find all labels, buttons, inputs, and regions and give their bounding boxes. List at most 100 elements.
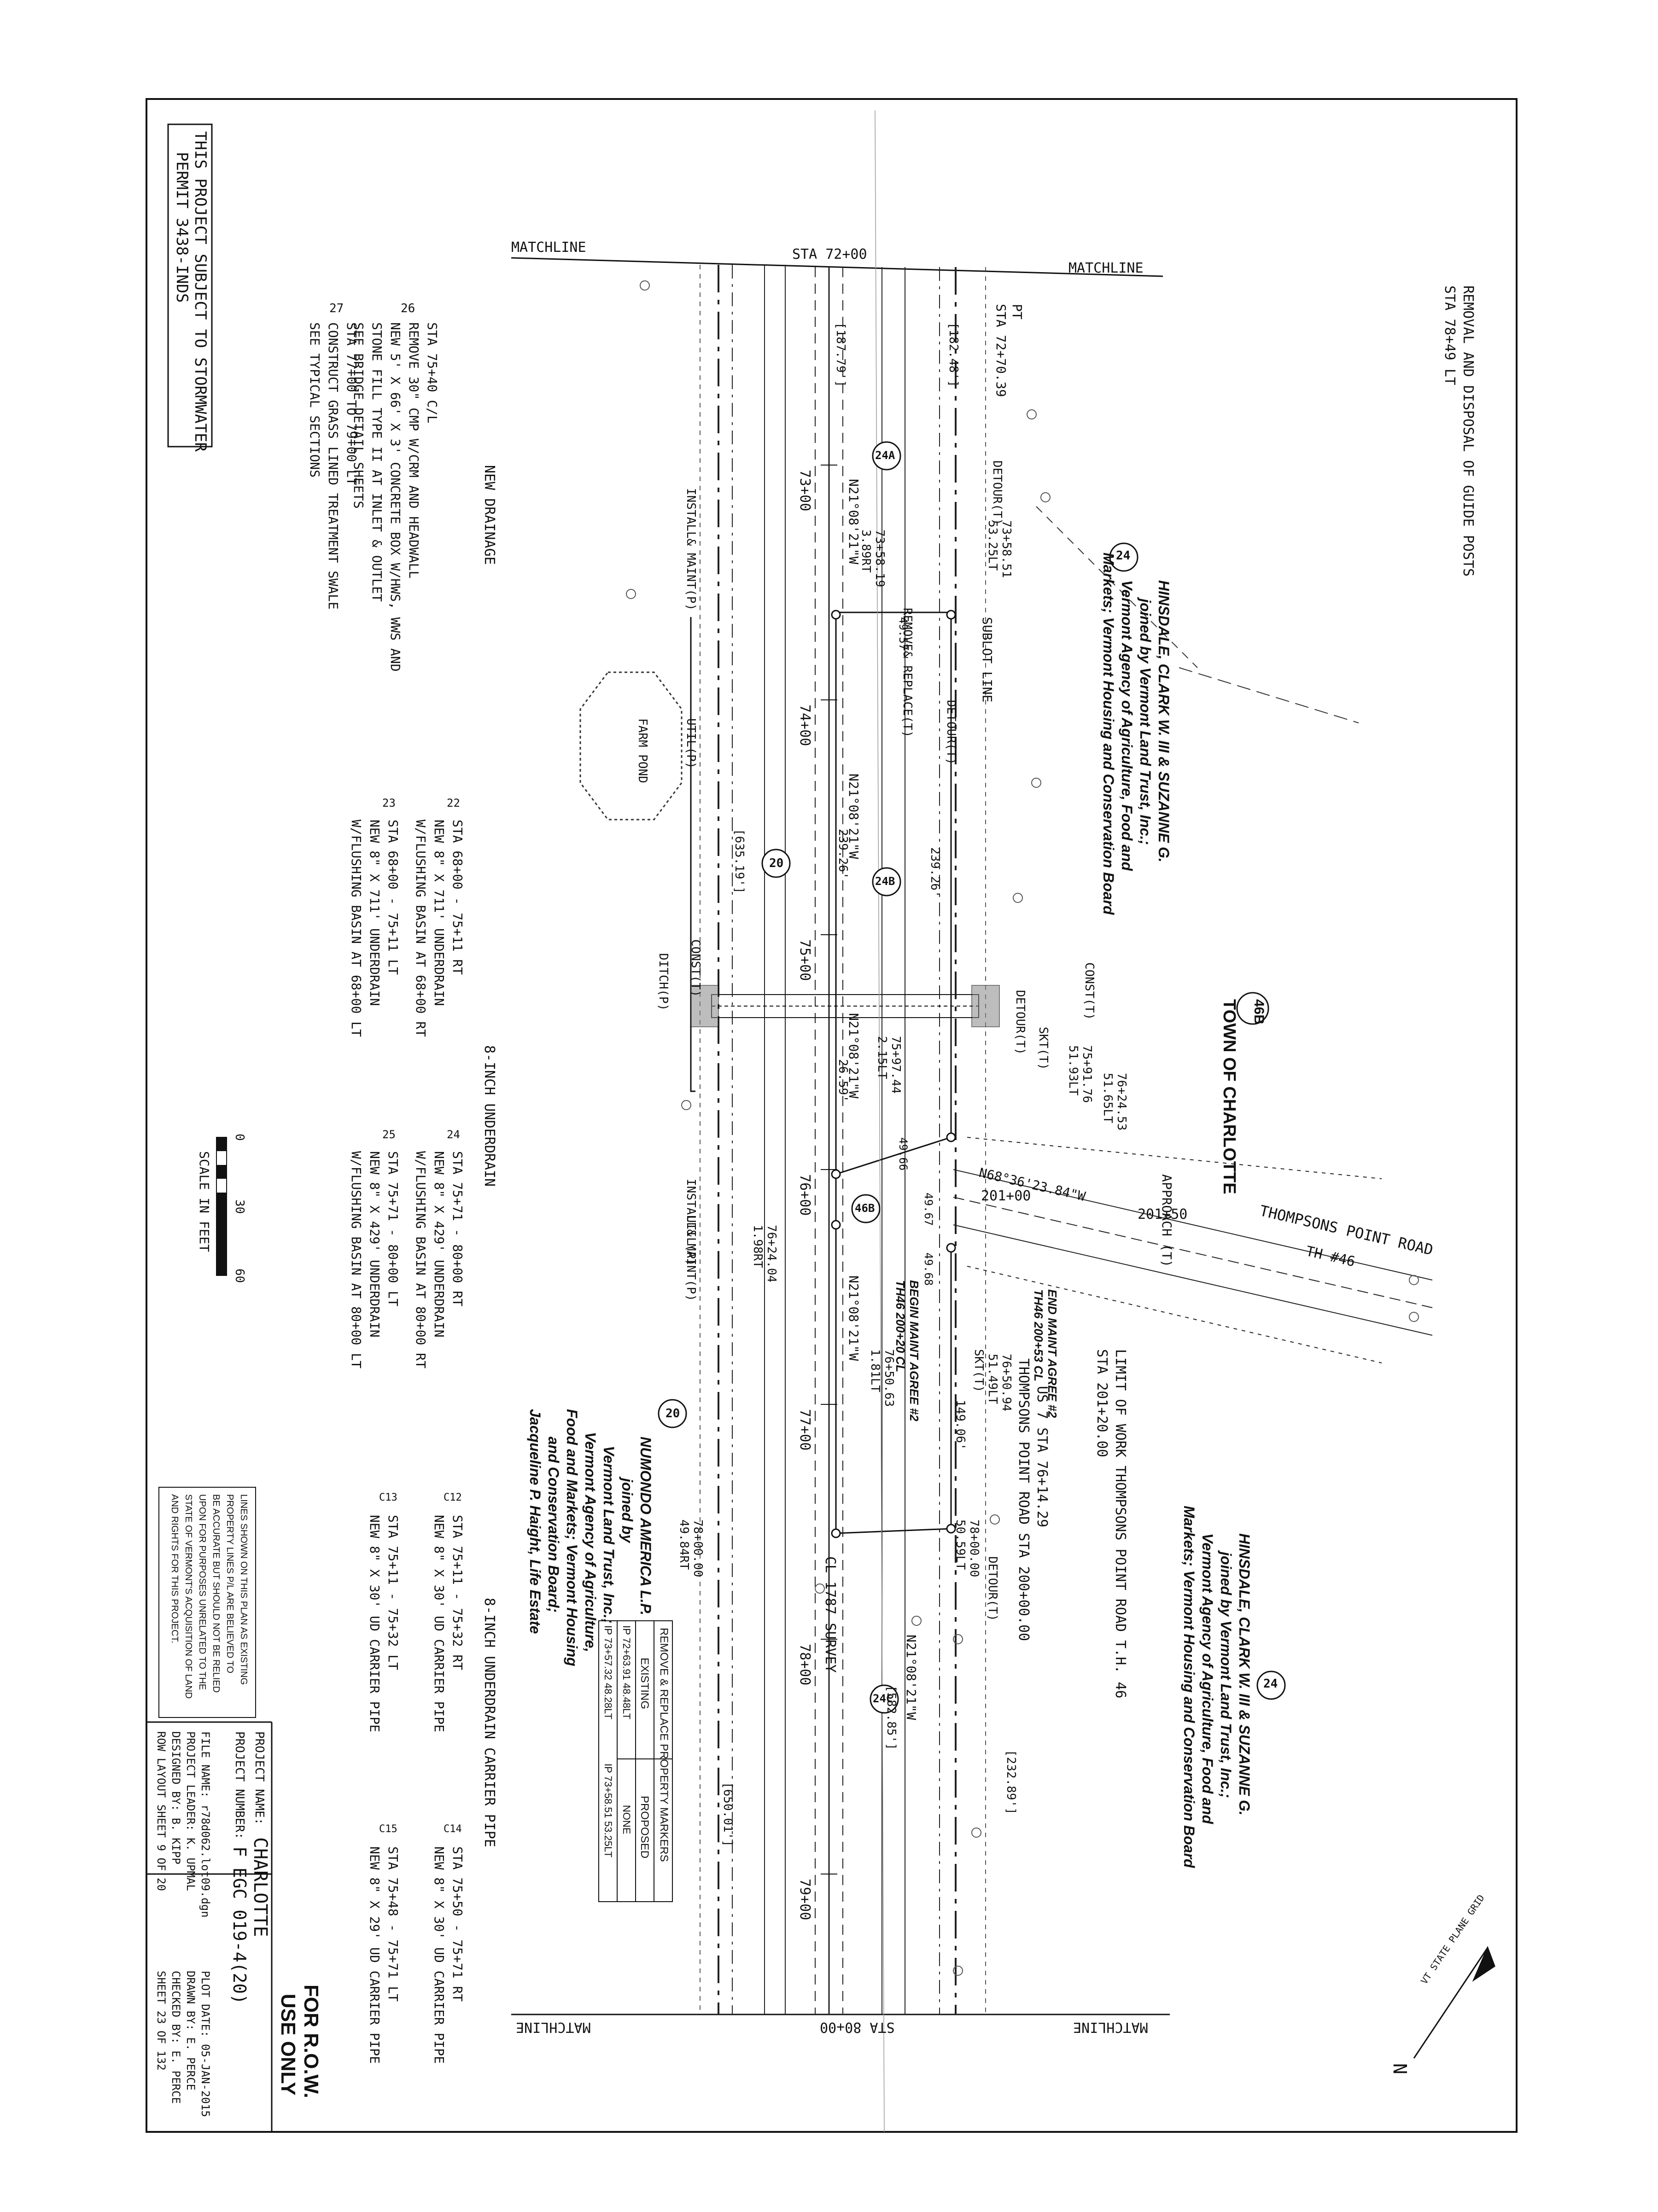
offset-4b: 51.65LT	[1101, 1073, 1115, 1123]
matchline-bottom-right: MATCHLINE	[1073, 2019, 1148, 2035]
north-arrow	[1413, 1945, 1495, 2059]
station-78: 78+00	[797, 1644, 813, 1686]
offset-9: 78+00.00	[691, 1519, 705, 1578]
thompsons-point-road	[953, 1137, 1433, 1363]
offset-1: 73+58.51	[999, 520, 1013, 578]
markers-table-title: REMOVE & REPLACE PROPERTY MARKERS	[658, 1628, 670, 1862]
cl-survey: CL 1787 SURVEY	[822, 1556, 838, 1673]
drainage-26-num: 26	[401, 302, 415, 315]
offset-8: 78+00.00	[967, 1519, 981, 1578]
pt-sta: STA 72+70.39	[993, 304, 1009, 397]
carrier-c12-line2: NEW 8" X 30' UD CARRIER PIPE	[432, 1515, 447, 1733]
offset-10b: 1.81LT	[868, 1349, 882, 1392]
town-charlotte-num: 46B	[1251, 999, 1267, 1025]
detour-label-1: DETOUR(T)	[944, 700, 958, 765]
parcel-24-right: 24	[1263, 1677, 1278, 1691]
top-matchline	[511, 257, 1163, 277]
offset-4: 76+24.53	[1115, 1073, 1128, 1131]
owner-20-line5: Food and Markets; Vermont Housing	[564, 1409, 580, 1666]
matchline-top-sta: STA 72+00	[792, 246, 867, 262]
ud-23-num: 23	[382, 797, 396, 809]
carrier-c15-line1: STA 75+48 - 75+71 LT	[385, 1846, 401, 2002]
owner-24-top-line4: Markets; Vermont Housing and Conservatio…	[1100, 553, 1117, 915]
parcel-46b: 46B	[855, 1202, 875, 1215]
town-of-charlotte: TOWN OF CHARLOTTE	[1220, 999, 1239, 1194]
dist-232: [232.89']	[1004, 1750, 1018, 1815]
offset-7b: 51.49LT	[986, 1354, 999, 1404]
offset-2b: 3.89RT	[859, 530, 873, 573]
drainage-27-line1: STA 77+00 TO 79+00 LT	[344, 322, 359, 486]
highway-lines	[700, 265, 986, 2014]
scale-label: SCALE IN FEET	[197, 1151, 212, 1252]
tb-plot-date: PLOT DATE: 05-JAN-2015	[199, 1971, 212, 2117]
scale-tick-0: 0	[233, 1134, 246, 1141]
tb-project-number: F EGC 019-4(20)	[229, 1846, 250, 2005]
markers-col-proposed: PROPOSED	[638, 1796, 651, 1859]
road-sta-201b: 201+50	[1138, 1206, 1188, 1222]
disclaimer-box	[158, 1487, 256, 1718]
ud-25-line3: W/FLUSHING BASIN AT 80+00 LT	[349, 1151, 364, 1369]
tb-project-name: CHARLOTTE	[250, 1837, 271, 1937]
tb-project-number-label: PROJECT NUMBER:	[233, 1731, 246, 1839]
sublot-line: SUBLOT LINE	[980, 617, 995, 703]
dist-149: 149.06'	[953, 1400, 967, 1450]
stormwater-note-1: THIS PROJECT SUBJECT TO STORMWATER	[191, 131, 210, 452]
offset-10: 76+50.63	[882, 1349, 896, 1407]
tb-row-layout: ROW LAYOUT SHEET 9 OF 20	[155, 1731, 168, 1891]
carrier-c14-num: C14	[444, 1823, 462, 1835]
drainage-26-line3: NEW 5' X 66' X 3' CONCRETE BOX W/HWS, WW…	[388, 322, 403, 672]
removal-note: REMOVAL AND DISPOSAL OF GUIDE POSTS	[1460, 285, 1476, 577]
ud-22-line3: W/FLUSHING BASIN AT 68+00 RT	[413, 820, 428, 1037]
bearing-4: N21°08'21"W	[846, 1275, 861, 1361]
install-maint-label-2: INSTALL& MAINT(P)	[684, 1179, 698, 1302]
disclaimer-line2: PROPERTY LINES P/L ARE BELIEVED TO	[225, 1494, 235, 1674]
offset-13: 49.67	[922, 1193, 935, 1226]
underdrain-title: 8-INCH UNDERDRAIN	[481, 1045, 497, 1187]
tb-for-row-2: USE ONLY	[277, 1994, 299, 2096]
ud-25-line1: STA 75+71 - 80+00 LT	[385, 1151, 401, 1307]
farm-pond-label: FARM POND	[636, 718, 649, 783]
drainage-26-line4: STONE FILL TYPE II AT INLET & OUTLET	[369, 322, 385, 602]
vegetation-symbols	[626, 280, 1419, 1976]
station-74: 74+00	[797, 704, 813, 746]
box-culvert	[690, 985, 1000, 1027]
parcel-circles	[658, 441, 1286, 1714]
dist-239-b: 239.26'	[928, 847, 942, 898]
tb-project-leader: PROJECT LEADER: K. UPMAL	[184, 1731, 197, 1891]
tb-sheet: SHEET 23 OF 132	[155, 1971, 168, 2071]
thompsons-road-sta: THOMPSONS POINT ROAD STA 200+00.00	[1016, 1358, 1032, 1642]
parcel-24-top: 24	[1116, 549, 1131, 563]
disclaimer-line3: BE ACCURATE BUT SHOULD NOT BE RELIED	[211, 1494, 221, 1693]
offset-6b: 1.98RT	[751, 1225, 765, 1268]
scale-bar	[216, 1137, 227, 1276]
ud-24-line3: W/FLUSHING BASIN AT 80+00 RT	[413, 1151, 428, 1369]
north-letter: N	[1390, 2063, 1412, 2075]
farm-pond	[579, 671, 683, 821]
markers-row2-proposed: IP 73+58.51 53.25LT	[602, 1764, 614, 1858]
pt-label: PT	[1010, 304, 1025, 320]
owner-24-top-line3: Vermont Agency of Agriculture, Food and	[1119, 580, 1135, 871]
begin-maint: BEGIN MAINT AGREE #2	[907, 1280, 921, 1421]
scale-tick-30: 30	[233, 1199, 246, 1214]
ud-22-line1: STA 68+00 - 75+11 RT	[450, 820, 465, 975]
tb-project-name-label: PROJECT NAME:	[252, 1731, 266, 1825]
drainage-27-line3: SEE TYPICAL SECTIONS	[307, 322, 322, 478]
skt-label-1: SKT(T)	[1036, 1027, 1050, 1070]
const-label-1: CONST(T)	[689, 939, 702, 997]
owner-24-top-line2: joined by Vermont Land Trust, Inc.;	[1137, 599, 1154, 845]
carrier-c13-num: C13	[379, 1492, 397, 1503]
owner-20-line4: Vermont Agency of Agriculture,	[582, 1432, 599, 1653]
control-points	[831, 610, 956, 1538]
carrier-c15-line2: NEW 8" X 29' UD CARRIER PIPE	[367, 1846, 382, 2064]
owner-20-line1: NUMONDO AMERICA L.P.	[637, 1437, 654, 1616]
offset-5b: 2.15LT	[875, 1036, 889, 1079]
ud-25-line2: NEW 8" X 429' UNDERDRAIN	[367, 1151, 382, 1338]
offset-3b: 51.93LT	[1066, 1045, 1080, 1096]
disclaimer-line4: UPON FOR PURPOSES UNRELATED TO THE	[197, 1494, 207, 1690]
offset-3: 75+91.76	[1080, 1045, 1094, 1103]
ud-23-line1: STA 68+00 - 75+11 LT	[385, 820, 401, 975]
matchline-top-right: MATCHLINE	[1068, 260, 1144, 276]
station-79: 79+00	[797, 1879, 813, 1921]
offset-2: 73+58.19	[873, 530, 887, 588]
